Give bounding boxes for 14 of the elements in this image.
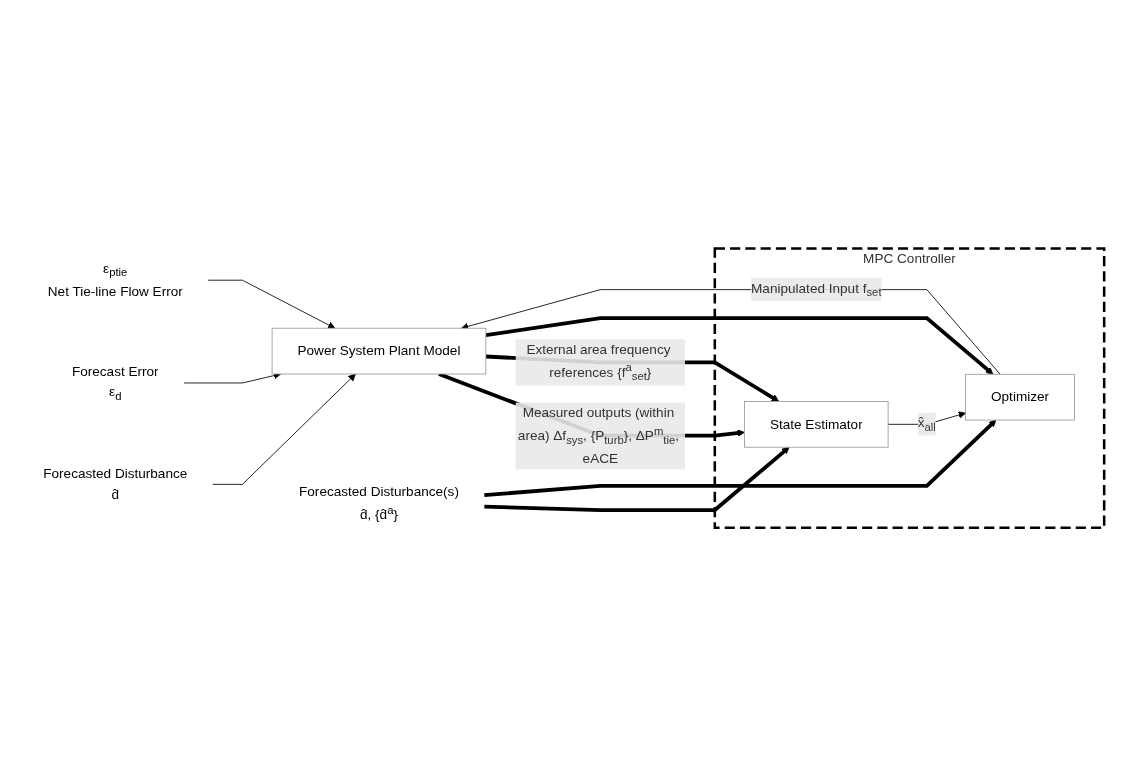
node-box: Optimizer [965,373,1075,421]
node-text: Forecasted Disturbance d̂ [43,466,188,502]
edge-label: Measured outputs (within area) Δf$_{sys}$, {P$_{turb}$}, ΔP$^{m}$$_{tie}$, eACE [517,405,680,466]
node-text: Forecast Error ε$_{d}$ [71,363,159,403]
node-box: State Estimator [744,401,889,448]
arrow [485,316,994,375]
edge-label: Manipulated Input f$_{set}$ [751,280,882,299]
edge-label: x̂$_{all}$ [917,415,936,434]
node-text: ε$_{ptie}$ Net Tie-line Flow Error [47,261,183,299]
node-box: Power System Plant Model [271,327,487,375]
edge-label: External area frequency references {f$^{a}$$_{set}$} [526,341,671,383]
arrow [484,446,790,513]
arrow [484,419,997,498]
node-text: Forecasted Disturbance(s) d̂, {d̂$^{a}$} [299,484,459,523]
